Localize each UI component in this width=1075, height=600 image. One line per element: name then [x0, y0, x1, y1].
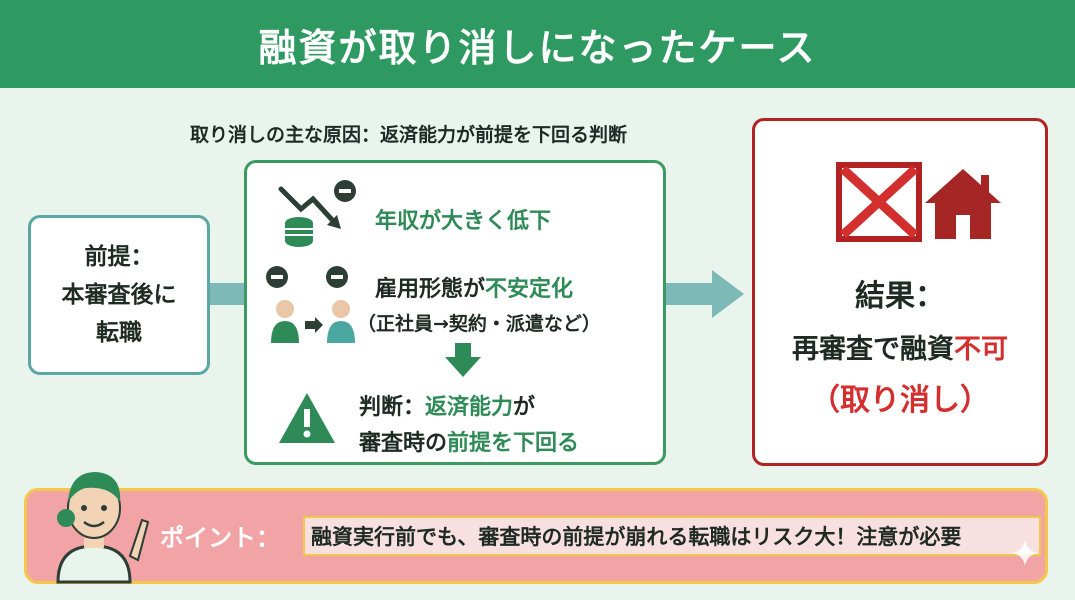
judgment-line-1: 判断：返済能力が [359, 389, 535, 421]
sparkle-icon [1012, 540, 1038, 566]
employment-text-b: 不安定化 [485, 277, 574, 302]
employment-note: （正社員→契約・派遣など） [357, 313, 601, 335]
judgment-label: 判断： [359, 395, 426, 420]
income-text-b: 低下 [507, 209, 552, 234]
income-drop-text: 年収が大きく低下 [375, 203, 551, 235]
result-box: 結果： 再審査で融資不可 （取り消し） [752, 118, 1048, 466]
premise-line-3: 転職 [96, 320, 142, 346]
judgment-text-d: 前提を下回る [447, 431, 580, 456]
result-line-3: （取り消し） [810, 383, 990, 418]
premise-box: 前提： 本審査後に 転職 [28, 215, 210, 375]
point-message: 融資実行前でも、審査時の前提が崩れる転職はリスク大！注意が必要 [303, 516, 1041, 556]
cause-detail-box: 年収が大きく低下 雇用形態が不安定化 （正社員→契約・派遣など） 判断：返済能力… [244, 160, 666, 465]
warning-icon [279, 393, 335, 443]
cancel-icon [836, 162, 922, 242]
result-line-1: 結果： [855, 279, 945, 314]
house-icon [925, 169, 1001, 239]
employment-text-a: 雇用形態が [375, 277, 486, 302]
judgment-line-2: 審査時の前提を下回る [359, 425, 579, 457]
result-text-a: 再審査で融資 [792, 334, 954, 365]
header-bar: 融資が取り消しになったケース [0, 0, 1075, 88]
premise-line-2: 本審査後に [61, 282, 177, 308]
down-arrow-icon [445, 343, 481, 377]
point-label: ポイント： [160, 524, 280, 552]
page-title: 融資が取り消しになったケース [258, 25, 817, 70]
employment-text: 雇用形態が不安定化 [375, 271, 573, 303]
result-arrow-icon [666, 270, 744, 318]
result-line-2: 再審査で融資不可 [755, 327, 1045, 366]
judgment-text-a: 返済能力 [425, 395, 514, 420]
judgment-text-c: 審査時の [359, 431, 448, 456]
person-pointing-icon [56, 472, 150, 584]
judgment-text-b: が [513, 395, 536, 420]
result-text-b: 不可 [954, 334, 1008, 365]
job-change-icon [266, 266, 355, 343]
cause-subtitle: 取り消しの主な原因：返済能力が前提を下回る判断 [190, 124, 628, 146]
premise-line-1: 前提： [84, 244, 154, 270]
premise-connector [210, 283, 246, 305]
income-text-a: 年収が大きく [375, 209, 508, 234]
money-down-icon [278, 180, 356, 247]
